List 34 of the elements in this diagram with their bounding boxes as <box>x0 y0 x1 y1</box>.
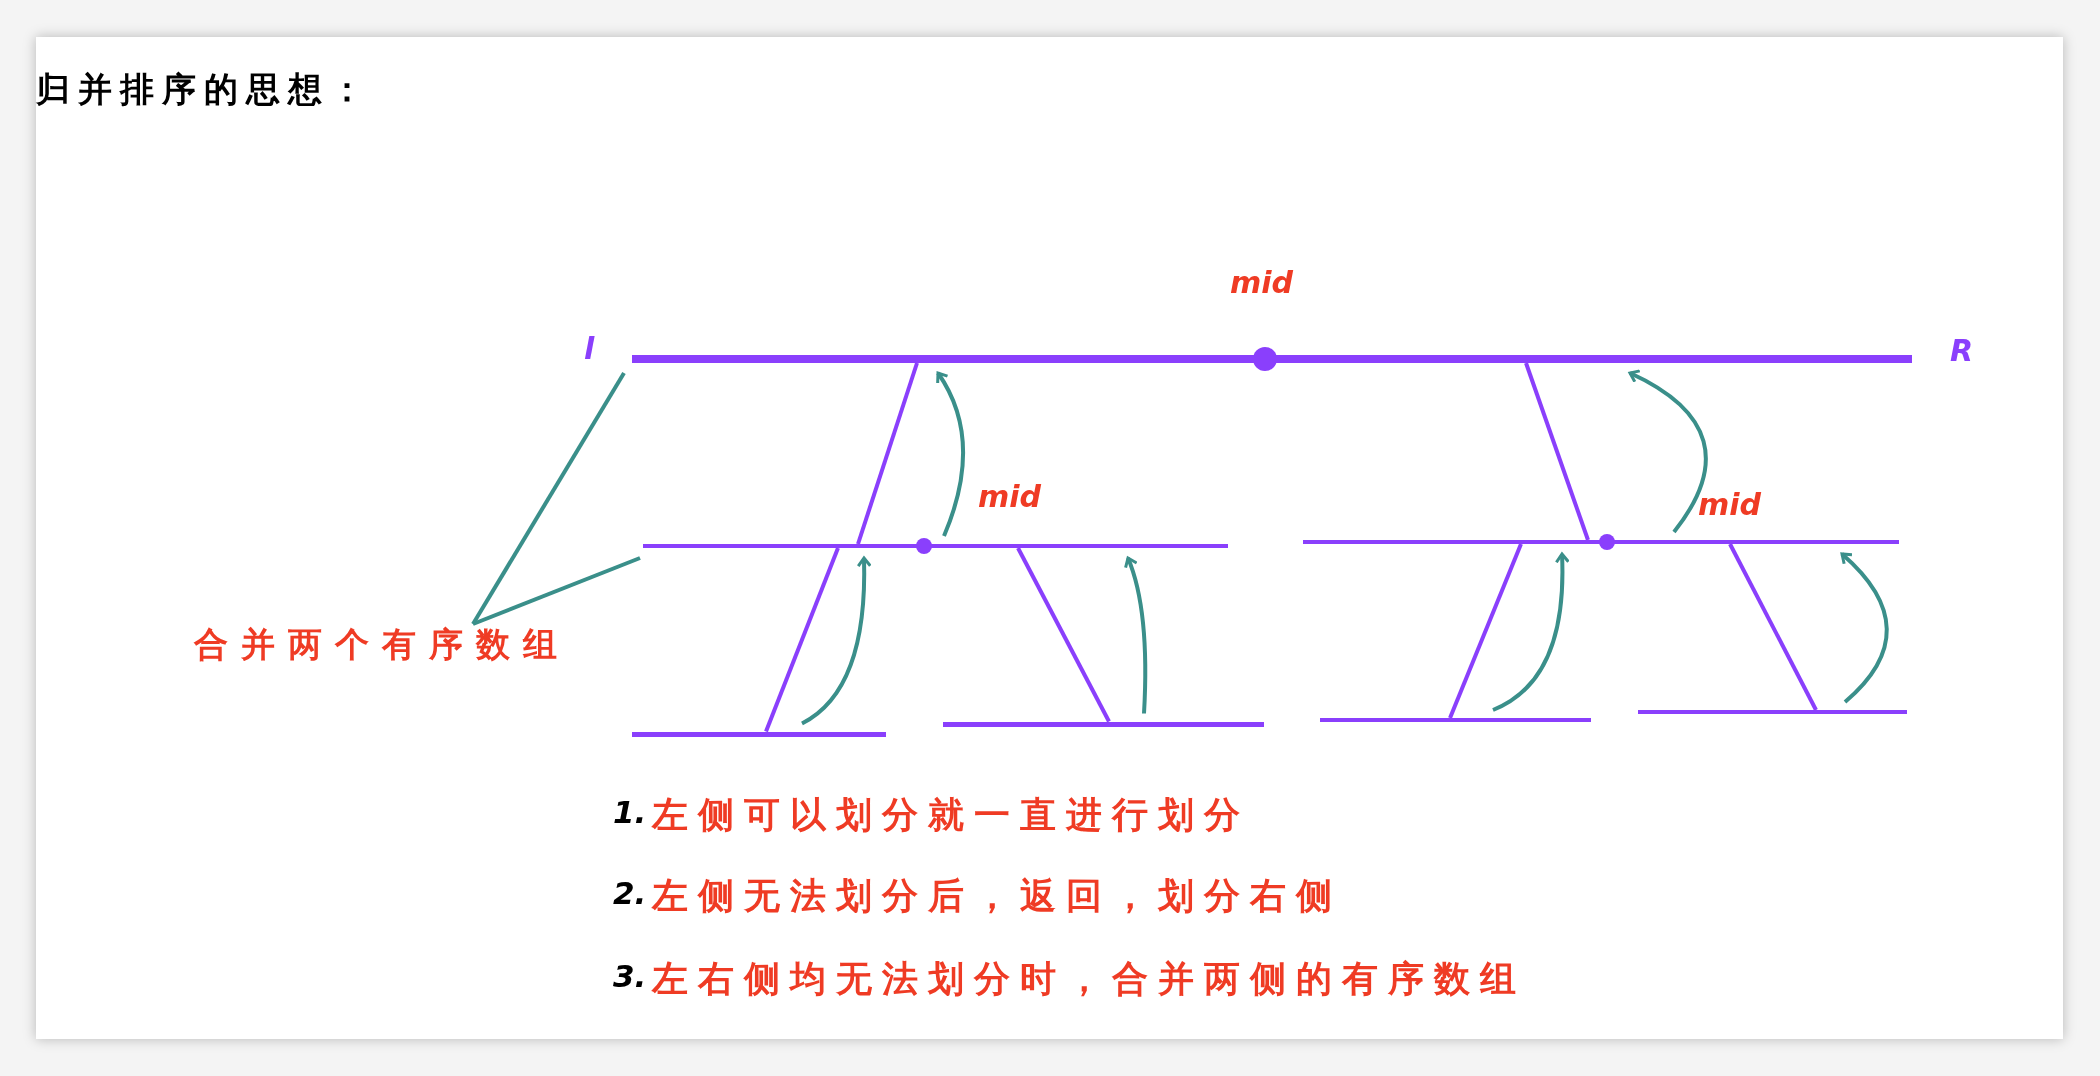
mid-label: mid <box>1698 490 1762 520</box>
leader-line <box>471 371 626 626</box>
step-text: 左右侧均无法划分时，合并两侧的有序数组 <box>652 961 1526 997</box>
step-text: 左侧无法划分后，返回，划分右侧 <box>652 878 1342 914</box>
division-line <box>856 362 919 545</box>
range-bar <box>1320 718 1591 722</box>
step-number: 1. <box>613 797 647 828</box>
endpoint-label: R <box>1950 336 1974 366</box>
mid-label: mid <box>1230 268 1294 298</box>
step-text: 左侧可以划分就一直进行划分 <box>652 797 1250 833</box>
leader-line <box>472 556 641 626</box>
step-number: 3. <box>613 961 647 992</box>
range-bar <box>1638 710 1907 714</box>
merge-arrow <box>800 556 872 726</box>
range-bar <box>632 355 1912 363</box>
merge-arrow <box>935 371 965 537</box>
division-line <box>1448 543 1523 719</box>
range-bar <box>632 731 886 737</box>
merge-arrow <box>1123 556 1148 714</box>
merge-arrow <box>1840 552 1889 704</box>
range-bar <box>1303 540 1899 544</box>
range-bar <box>643 544 1228 548</box>
range-bar <box>943 721 1264 727</box>
callout-text: 合并两个有序数组 <box>194 624 570 664</box>
merge-arrow <box>1628 369 1708 534</box>
division-line <box>1728 543 1818 711</box>
title: 归并排序的思想： <box>36 68 372 111</box>
mid-label: mid <box>978 482 1042 512</box>
division-line <box>1524 362 1590 541</box>
endpoint-label: l <box>584 334 595 364</box>
division-line <box>1016 547 1111 723</box>
division-line <box>764 547 840 733</box>
merge-arrow <box>1492 552 1570 712</box>
step-number: 2. <box>613 878 647 909</box>
